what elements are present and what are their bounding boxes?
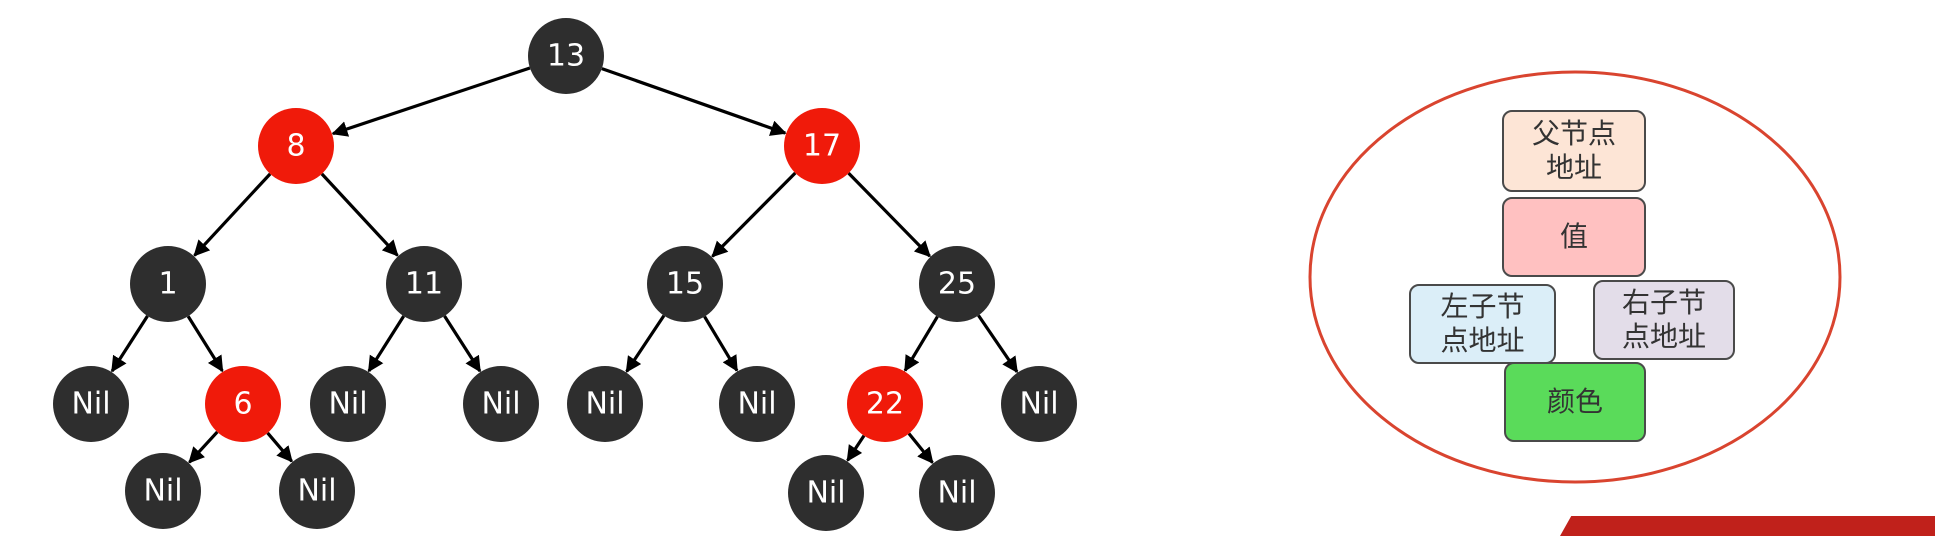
tree-node-n11: 11 [386,246,462,322]
tree-edge-n1-n6 [186,315,224,373]
tree-node-n17: 17 [784,108,860,184]
tree-node-nil1: Nil [53,366,129,442]
tree-node-label: Nil [481,387,520,422]
tree-node-label: Nil [585,387,624,422]
tree-node-nil7: Nil [125,453,201,529]
tree-node-label: Nil [297,474,336,509]
tree-edge-n17-n25 [847,172,931,258]
tree-node-label: 15 [666,267,704,302]
left-child-address-field: 左子节 点地址 [1409,284,1556,364]
tree-node-circle [258,108,334,184]
tree-edge-n25-n22 [903,315,939,372]
tree-node-label: 1 [158,267,177,302]
tree-node-circle [567,366,643,442]
tree-node-circle [463,366,539,442]
tree-edge-n22-nil10 [907,432,934,464]
tree-node-circle [125,453,201,529]
tree-node-n1: 1 [130,246,206,322]
tree-edge-n8-n11 [320,172,399,257]
parent-address-field: 父节点 地址 [1502,110,1646,192]
tree-node-circle [647,246,723,322]
tree-node-nil4: Nil [567,366,643,442]
tree-node-circle [205,366,281,442]
tree-node-label: 22 [866,387,904,422]
tree-node-label: 13 [547,39,585,74]
tree-node-nil2: Nil [310,366,386,442]
tree-edge-n25-nil6 [977,314,1019,374]
tree-edge-n15-nil5 [703,315,739,372]
tree-edge-n11-nil3 [443,315,482,373]
footer-banner [1560,516,1935,536]
tree-node-n22: 22 [847,366,923,442]
tree-node-circle [528,18,604,94]
tree-node-nil3: Nil [463,366,539,442]
tree-edge-n13-n8 [331,66,531,137]
tree-node-circle [386,246,462,322]
tree-node-label: 8 [286,129,305,164]
tree-node-circle [130,246,206,322]
tree-node-circle [847,366,923,442]
tree-node-label: Nil [937,476,976,511]
tree-node-n13: 13 [528,18,604,94]
tree-edge-n8-n1 [193,172,272,257]
tree-edge-n15-nil4 [625,314,666,373]
tree-edge-n22-nil9 [846,434,866,462]
tree-node-n15: 15 [647,246,723,322]
tree-node-nil10: Nil [919,455,995,531]
tree-node-circle [919,246,995,322]
tree-edge-n1-nil1 [110,315,149,373]
tree-node-nil9: Nil [788,455,864,531]
tree-edge-n17-n15 [711,171,797,258]
tree-node-n25: 25 [919,246,995,322]
node-structure-ellipse [1308,70,1842,484]
tree-edge-n11-nil2 [367,315,406,373]
tree-node-label: Nil [737,387,776,422]
tree-node-circle [1001,366,1077,442]
tree-node-label: Nil [143,474,182,509]
tree-node-n8: 8 [258,108,334,184]
tree-node-label: 25 [938,267,976,302]
tree-node-circle [919,455,995,531]
tree-node-label: Nil [328,387,367,422]
tree-node-label: Nil [71,387,110,422]
tree-node-nil5: Nil [719,366,795,442]
tree-node-circle [788,455,864,531]
tree-edge-n6-nil7 [188,430,219,464]
right-child-address-field: 右子节 点地址 [1593,280,1735,360]
tree-edge-n6-nil8 [266,431,293,463]
color-field: 颜色 [1504,362,1646,442]
tree-node-label: 6 [233,387,252,422]
tree-node-label: Nil [806,476,845,511]
tree-node-circle [719,366,795,442]
tree-node-circle [310,366,386,442]
tree-node-circle [784,108,860,184]
value-field: 值 [1502,197,1646,277]
tree-node-circle [53,366,129,442]
tree-node-circle [279,453,355,529]
tree-node-nil8: Nil [279,453,355,529]
tree-node-nil6: Nil [1001,366,1077,442]
tree-node-n6: 6 [205,366,281,442]
tree-edge-n13-n17 [601,67,787,136]
tree-node-label: 11 [405,267,443,302]
tree-node-label: Nil [1019,387,1058,422]
tree-node-label: 17 [803,129,841,164]
